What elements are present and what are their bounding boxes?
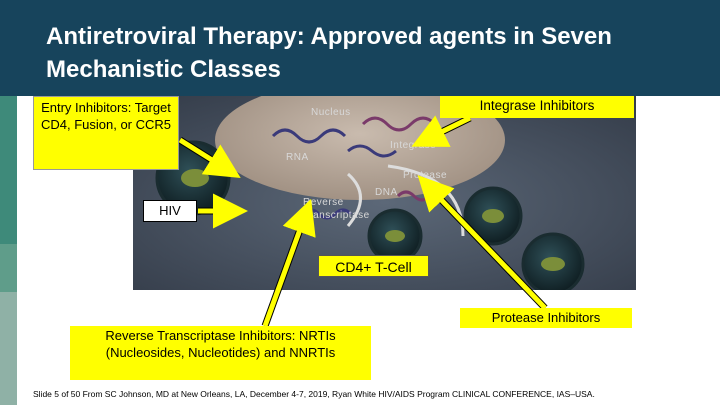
band-segment-middle: [0, 96, 17, 244]
reverse-transcriptase-label: Reverse Transcriptase: [303, 197, 370, 221]
entry-inhibitors-label: Entry Inhibitors: Target CD4, Fusion, or…: [33, 96, 179, 170]
dna-label: DNA: [375, 187, 398, 198]
rna-label: RNA: [286, 152, 309, 163]
band-segment-top: [0, 0, 17, 96]
dna-strand-3: [347, 144, 397, 158]
virus-particle-2: [367, 208, 423, 264]
virus-particle-4: [521, 232, 585, 290]
hiv-label: HIV: [143, 200, 197, 222]
band-segment-lower: [0, 244, 17, 292]
dna-strand-1: [271, 128, 347, 144]
integrase-inhibitors-label: Integrase Inhibitors: [440, 96, 634, 118]
band-segment-bottom: [0, 292, 17, 405]
rt-inhibitors-label: Reverse Transcriptase Inhibitors: NRTIs …: [70, 326, 371, 380]
left-accent-band: [0, 0, 17, 405]
slide-footer: Slide 5 of 50 From SC Johnson, MD at New…: [33, 389, 595, 399]
slide-title: Antiretroviral Therapy: Approved agents …: [46, 23, 612, 83]
virus-particle-3: [463, 186, 523, 246]
cd4-cell-label: CD4+ T-Cell: [318, 255, 429, 277]
integrase-label: Integrase: [390, 140, 437, 151]
protease-inhibitors-label: Protease Inhibitors: [460, 308, 632, 328]
title-bar: [17, 0, 720, 96]
protease-label: Protease: [403, 170, 448, 181]
pathway-arrow-2: [346, 172, 362, 227]
nucleus-label: Nucleus: [311, 107, 351, 118]
